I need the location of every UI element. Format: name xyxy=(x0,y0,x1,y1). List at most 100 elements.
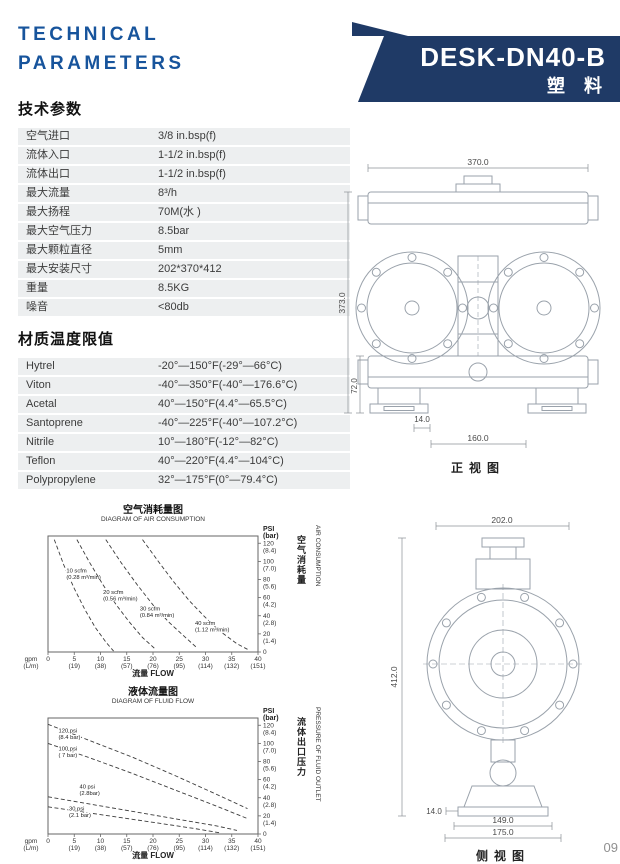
svg-text:25: 25 xyxy=(176,656,184,663)
svg-text:20: 20 xyxy=(263,631,271,638)
svg-text:30 psi: 30 psi xyxy=(69,806,84,812)
row-value: 8³/h xyxy=(158,187,177,199)
svg-text:25: 25 xyxy=(176,838,184,845)
svg-text:100: 100 xyxy=(263,740,274,747)
table-row: Hytrel-20°—150°F(-29°—66°C) xyxy=(18,358,350,375)
svg-text:(95): (95) xyxy=(173,845,185,852)
specs-heading: 技术参数 xyxy=(18,101,83,118)
side-dim-foot: 14.0 xyxy=(426,807,442,816)
svg-text:15: 15 xyxy=(123,656,131,663)
svg-text:(151): (151) xyxy=(250,845,265,852)
svg-text:(2.8): (2.8) xyxy=(263,620,276,627)
svg-text:(1.4): (1.4) xyxy=(263,820,276,827)
table-row: 噪音 <80db xyxy=(18,299,350,316)
chart-subtitle: DIAGRAM OF AIR CONSUMPTION xyxy=(100,516,205,523)
row-label: 空气进口 xyxy=(26,130,70,142)
row-value: 32°—175°F(0°—79.4°C) xyxy=(158,474,278,486)
svg-text:20: 20 xyxy=(149,838,157,845)
svg-text:(114): (114) xyxy=(198,663,213,670)
svg-text:120 psi: 120 psi xyxy=(59,729,78,735)
svg-text:0: 0 xyxy=(46,838,50,845)
svg-text:35: 35 xyxy=(228,838,236,845)
table-row: 最大颗粒直径 5mm xyxy=(18,242,350,259)
chart-x-axis-label: 流量 FLOW xyxy=(132,851,174,860)
side-dim-base-width2: 175.0 xyxy=(492,827,514,837)
side-dim-base-width1: 149.0 xyxy=(492,815,514,825)
svg-text:10: 10 xyxy=(97,656,105,663)
svg-text:(L/m): (L/m) xyxy=(23,663,38,670)
side-view-drawing xyxy=(423,537,583,817)
side-dim-height: 412.0 xyxy=(389,666,399,688)
side-view-dimension-lines xyxy=(398,522,570,842)
chart-title: 空气消耗量图 xyxy=(123,505,183,516)
svg-text:(bar): (bar) xyxy=(263,533,279,540)
row-value: <80db xyxy=(158,301,189,313)
front-dim-foot: 14.0 xyxy=(414,415,430,424)
chart-right-label-en: PRESSURE OF FLUID OUTLET xyxy=(314,707,321,802)
row-value: -40°—225°F(-40°—107.2°C) xyxy=(158,417,298,429)
svg-text:(4.2): (4.2) xyxy=(263,602,276,609)
svg-text:30 scfm: 30 scfm xyxy=(140,606,160,612)
svg-text:100 psi: 100 psi xyxy=(59,747,78,753)
row-value: 202*370*412 xyxy=(158,263,222,275)
svg-text:80: 80 xyxy=(263,759,271,766)
svg-text:(132): (132) xyxy=(224,845,239,852)
svg-text:(8.4): (8.4) xyxy=(263,547,276,554)
svg-text:(0.84 m³/min): (0.84 m³/min) xyxy=(140,613,175,619)
svg-text:(1.4): (1.4) xyxy=(263,638,276,645)
svg-text:80: 80 xyxy=(263,577,271,584)
svg-text:PSI: PSI xyxy=(263,708,274,715)
row-value: 8.5bar xyxy=(158,225,190,237)
table-row: 空气进口 3/8 in.bsp(f) xyxy=(18,128,350,145)
svg-text:(2.1 bar): (2.1 bar) xyxy=(69,813,91,819)
svg-text:10: 10 xyxy=(97,838,105,845)
svg-text:(57): (57) xyxy=(121,845,133,852)
svg-text:40: 40 xyxy=(254,838,262,845)
front-view: 370.0 373.0 72.0 14.0 160.0 正视图 xyxy=(336,156,620,476)
row-value: 40°—220°F(4.4°—104°C) xyxy=(158,455,284,467)
row-label: Santoprene xyxy=(26,417,83,429)
row-label: 最大颗粒直径 xyxy=(26,244,92,256)
row-label: Viton xyxy=(26,379,51,391)
row-label: 流体入口 xyxy=(26,149,70,161)
row-value: 10°—180°F(-12°—82°C) xyxy=(158,436,279,448)
side-view-caption: 侧视图 xyxy=(475,849,530,863)
svg-text:(5.6): (5.6) xyxy=(263,584,276,591)
front-dim-height: 373.0 xyxy=(337,292,347,314)
row-label: Polypropylene xyxy=(26,474,96,486)
chart-title: 液体流量图 xyxy=(128,687,178,698)
page-title-line1: TECHNICAL xyxy=(18,24,160,45)
row-value: 3/8 in.bsp(f) xyxy=(158,130,217,142)
svg-text:(7.0): (7.0) xyxy=(263,747,276,754)
svg-text:20: 20 xyxy=(149,656,157,663)
chart-x-axis-label: 流量 FLOW xyxy=(132,669,174,678)
svg-text:(38): (38) xyxy=(95,663,107,670)
svg-text:40 scfm: 40 scfm xyxy=(195,621,215,627)
svg-text:(0.56 m³/min): (0.56 m³/min) xyxy=(103,597,138,603)
bolt-circles-right xyxy=(489,253,599,363)
svg-text:(57): (57) xyxy=(121,663,133,670)
row-value: 5mm xyxy=(158,244,183,256)
svg-text:(2.8): (2.8) xyxy=(263,802,276,809)
row-label: 重量 xyxy=(26,282,48,294)
row-label: 最大安装尺寸 xyxy=(26,263,92,275)
svg-text:(0.28 m³/min): (0.28 m³/min) xyxy=(66,575,101,581)
materials-heading: 材质温度限值 xyxy=(18,331,115,348)
svg-text:60: 60 xyxy=(263,595,271,602)
row-label: 噪音 xyxy=(26,301,48,313)
page-number: 09 xyxy=(603,840,618,855)
table-row: Santoprene -40°—225°F(-40°—107.2°C) xyxy=(18,415,350,432)
svg-text:(bar): (bar) xyxy=(263,715,279,722)
svg-text:( 7 bar): ( 7 bar) xyxy=(59,753,78,759)
